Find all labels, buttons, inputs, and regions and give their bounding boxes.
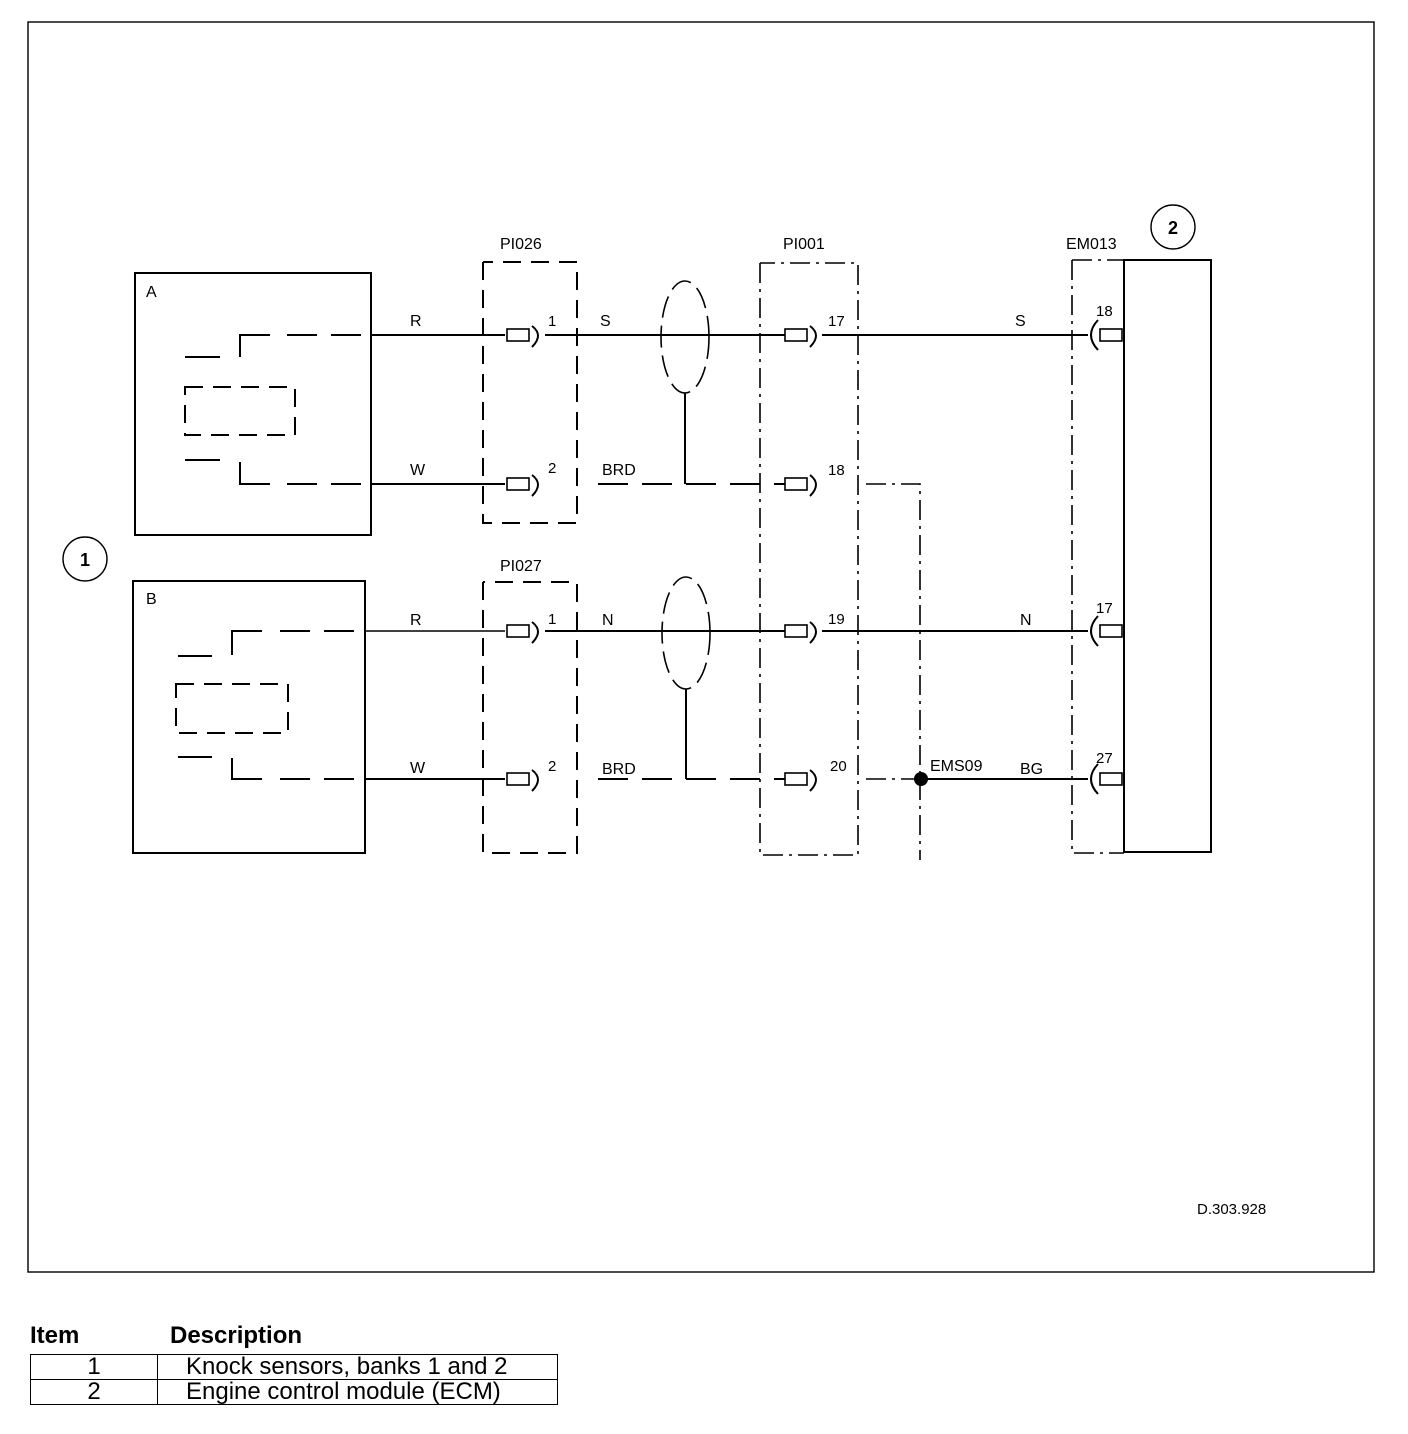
wire-a-r-label: R — [410, 313, 422, 330]
table-row: 1 Knock sensors, banks 1 and 2 — [30, 1354, 558, 1380]
connector-pi026: PI026 1 2 — [482, 236, 578, 524]
wire-screen-drain — [866, 483, 921, 860]
em013-pin-27: 27 — [1096, 750, 1113, 767]
shield-bank1 — [660, 280, 710, 484]
sensor-b-label: B — [146, 591, 157, 608]
knock-sensor-a: A — [134, 272, 372, 536]
wire-a-w-label: W — [410, 462, 426, 479]
pi001-label: PI001 — [783, 236, 825, 253]
wire-ecm-signal-2-label: N — [1020, 612, 1032, 629]
wire-bank1-screen-label: BRD — [602, 462, 636, 479]
pi026-pin-2: 2 — [548, 460, 556, 477]
em013-label: EM013 — [1066, 236, 1117, 253]
wire-ground-label: BG — [1020, 761, 1043, 778]
knock-sensor-b: B — [132, 580, 366, 854]
legend-header: Item Description — [30, 1322, 560, 1354]
wire-bank1-signal-label: S — [600, 313, 611, 330]
pi026-pin-1: 1 — [548, 313, 556, 330]
wire-bank2-signal-label: N — [602, 612, 614, 629]
drawing-id: D.303.928 — [1197, 1201, 1266, 1218]
splice-ems09-label: EMS09 — [930, 758, 983, 775]
pi001-pin-20: 20 — [830, 758, 847, 775]
legend: Item Description 1 Knock sensors, banks … — [30, 1322, 560, 1405]
legend-item-number: 1 — [30, 1354, 158, 1380]
legend-header-item: Item — [30, 1322, 80, 1349]
wire-ecm-signal-1-label: S — [1015, 313, 1026, 330]
callout-ecm: 2 — [1150, 204, 1196, 250]
sensor-a-label: A — [146, 284, 157, 301]
shield-bank2 — [661, 576, 711, 779]
splice-ems09 — [914, 772, 928, 786]
connector-em013: EM013 18 17 27 — [1066, 236, 1124, 854]
legend-item-description: Knock sensors, banks 1 and 2 — [157, 1354, 558, 1380]
table-row: 2 Engine control module (ECM) — [30, 1379, 558, 1405]
connector-pi001: PI001 17 18 19 20 — [759, 236, 859, 856]
em013-pin-17: 17 — [1096, 600, 1113, 617]
wire-bank2-screen-label: BRD — [602, 761, 636, 778]
wire-b-r-label: R — [410, 612, 422, 629]
callout-sensors: 1 — [62, 536, 108, 582]
pi001-pin-17: 17 — [828, 313, 845, 330]
legend-table: 1 Knock sensors, banks 1 and 2 2 Engine … — [30, 1354, 558, 1405]
pi026-label: PI026 — [500, 236, 542, 253]
legend-header-description: Description — [170, 1322, 303, 1349]
wire-b-w-label: W — [410, 760, 426, 777]
pi027-pin-2: 2 — [548, 758, 556, 775]
diagram-border — [27, 21, 1375, 1273]
connector-pi027: PI027 1 2 — [482, 558, 578, 854]
legend-item-description: Engine control module (ECM) — [157, 1379, 558, 1405]
pi001-pin-18: 18 — [828, 462, 845, 479]
legend-item-number: 2 — [30, 1379, 158, 1405]
callout-sensors-number: 1 — [80, 550, 90, 570]
callout-ecm-number: 2 — [1168, 218, 1178, 238]
ecm-module — [1123, 259, 1212, 853]
wiring-diagram: 1 2 A B R W R W PI026 — [27, 21, 1375, 1273]
em013-pin-18: 18 — [1096, 303, 1113, 320]
pi001-pin-19: 19 — [828, 611, 845, 628]
pi027-pin-1: 1 — [548, 611, 556, 628]
pi027-label: PI027 — [500, 558, 542, 575]
